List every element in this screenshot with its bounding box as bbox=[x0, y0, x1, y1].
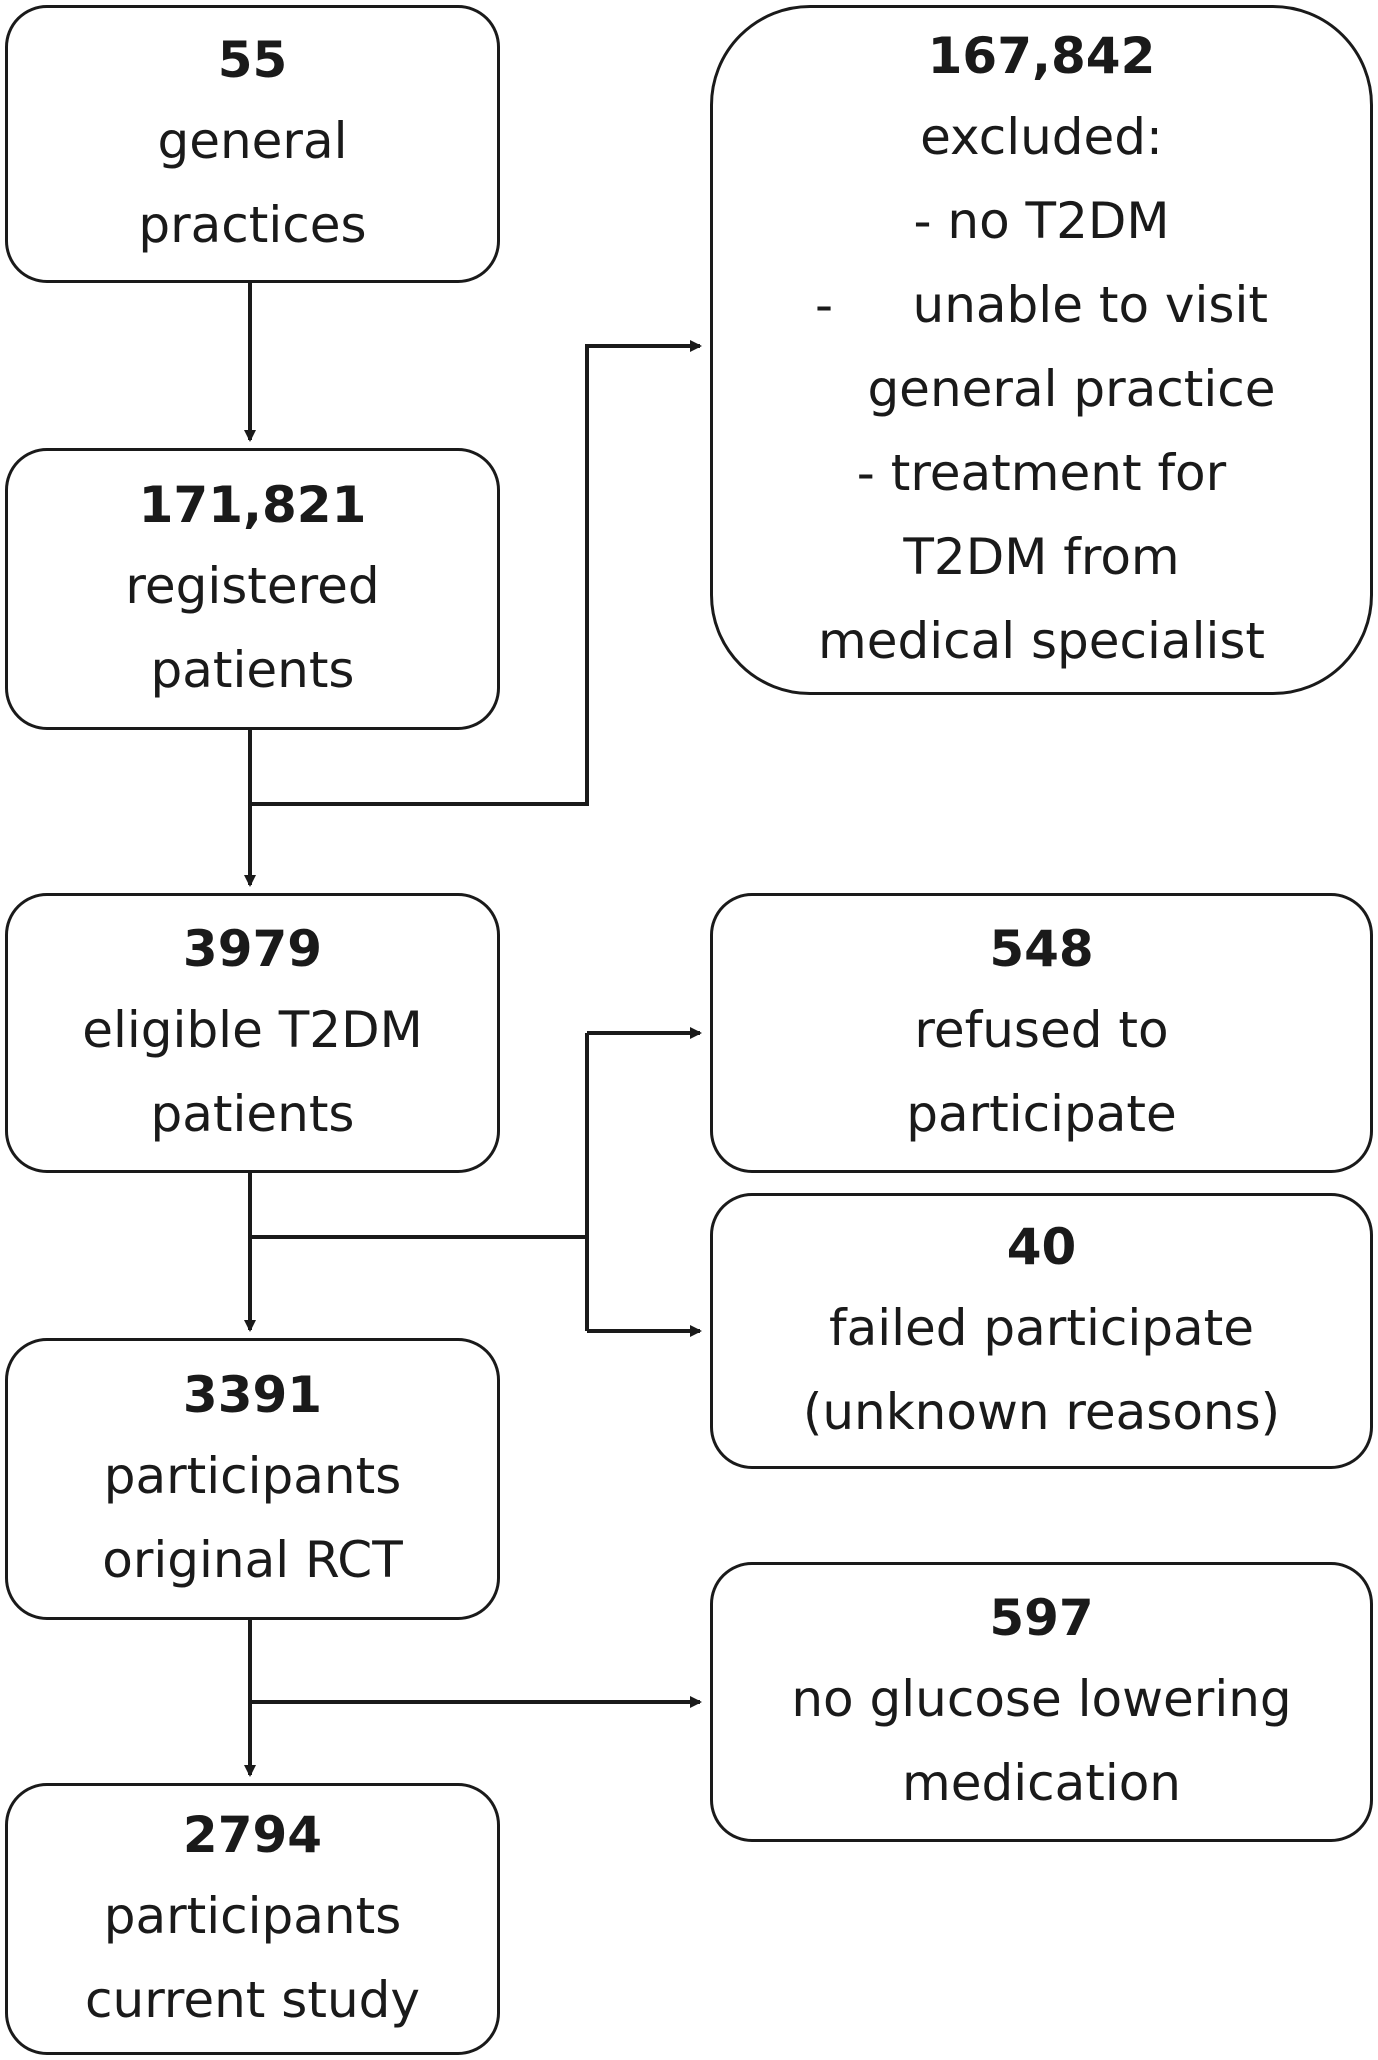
box-text-line: (unknown reasons) bbox=[802, 1383, 1281, 1441]
box-excluded: 167,842 excluded: - no T2DM - unable to … bbox=[710, 5, 1373, 695]
box-refused: 548 refused to participate bbox=[710, 893, 1373, 1173]
box-text-line: T2DM from bbox=[903, 528, 1180, 586]
box-number: 171,821 bbox=[138, 476, 367, 534]
box-text-line: eligible T2DM bbox=[82, 1001, 423, 1059]
box-number: 2794 bbox=[182, 1806, 323, 1864]
box-text-line: - unable to visit bbox=[815, 276, 1268, 334]
arrow-branch-to-excluded bbox=[250, 340, 702, 806]
box-general-practices: 55 general practices bbox=[5, 5, 500, 283]
box-text-line: general practice bbox=[867, 360, 1276, 418]
box-eligible-patients: 3979 eligible T2DM patients bbox=[5, 893, 500, 1173]
box-text-line: participate bbox=[906, 1085, 1177, 1143]
box-text-line: current study bbox=[85, 1971, 420, 2029]
box-number: 548 bbox=[989, 920, 1094, 978]
box-no-glucose-lowering: 597 no glucose lowering medication bbox=[710, 1562, 1373, 1842]
box-text-line: medical specialist bbox=[817, 612, 1266, 670]
box-text-line: practices bbox=[138, 196, 367, 254]
box-text-line: - treatment for bbox=[856, 444, 1227, 502]
box-number: 597 bbox=[989, 1589, 1094, 1647]
box-number: 55 bbox=[217, 31, 288, 89]
box-text-line: excluded: bbox=[920, 108, 1163, 166]
box-number: 40 bbox=[1006, 1218, 1077, 1276]
box-current-study: 2794 participants current study bbox=[5, 1783, 500, 2055]
box-text-line: original RCT bbox=[102, 1531, 403, 1589]
box-text-line: patients bbox=[150, 1085, 355, 1143]
box-text-line: failed participate bbox=[829, 1299, 1254, 1357]
box-failed: 40 failed participate (unknown reasons) bbox=[710, 1193, 1373, 1469]
box-text-line: refused to bbox=[914, 1001, 1169, 1059]
box-number: 3391 bbox=[182, 1366, 323, 1424]
box-number: 3979 bbox=[182, 920, 323, 978]
box-text-line: patients bbox=[150, 641, 355, 699]
box-number: 167,842 bbox=[927, 27, 1156, 85]
box-text-line: - no T2DM bbox=[913, 192, 1170, 250]
box-text-line: medication bbox=[901, 1754, 1181, 1812]
box-original-rct: 3391 participants original RCT bbox=[5, 1338, 500, 1620]
box-text-line: participants bbox=[103, 1887, 402, 1945]
box-text-line: no glucose lowering bbox=[791, 1670, 1292, 1728]
box-registered-patients: 171,821 registered patients bbox=[5, 448, 500, 730]
box-text-line: participants bbox=[103, 1447, 402, 1505]
box-text-line: general bbox=[157, 112, 348, 170]
box-text-line: registered bbox=[125, 557, 380, 615]
